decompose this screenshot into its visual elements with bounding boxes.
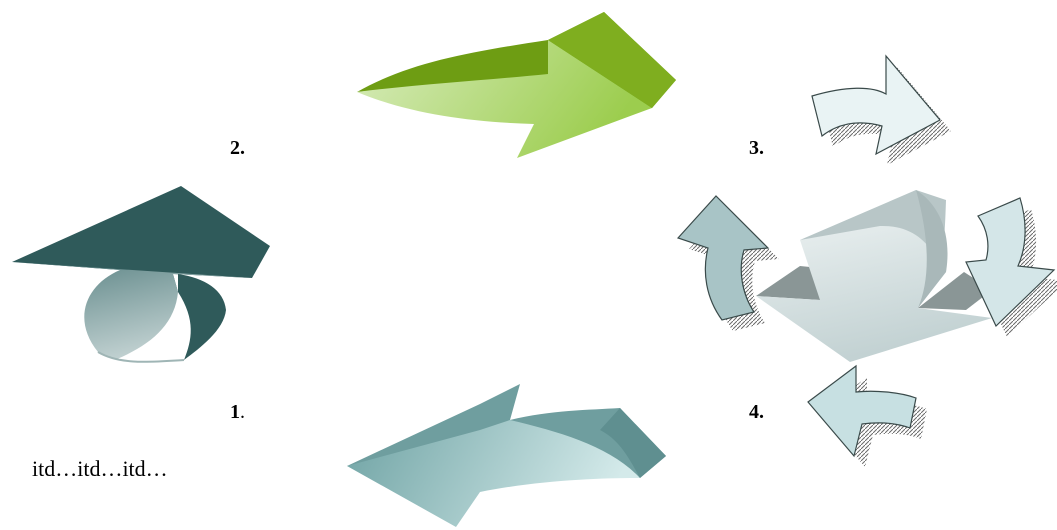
center-3d-block [756,190,992,362]
small-arrow-top-right [811,54,951,165]
step-1-number: 1 [230,401,240,423]
step-1-dot: . [240,401,245,423]
small-arrow-right [965,197,1057,337]
aqua-arrow-bottom [347,384,666,527]
teal-arrow-left [12,186,270,363]
step-1-label: 1. [230,402,245,422]
small-arrow-left [676,195,779,331]
step-4-label: 4. [749,401,764,423]
footer-text: itd…itd…itd… [32,456,168,481]
step-3-label: 3. [749,137,764,159]
green-arrow-top [357,12,676,158]
step-2-label: 2. [230,137,245,159]
small-arrow-bottom [807,364,927,467]
